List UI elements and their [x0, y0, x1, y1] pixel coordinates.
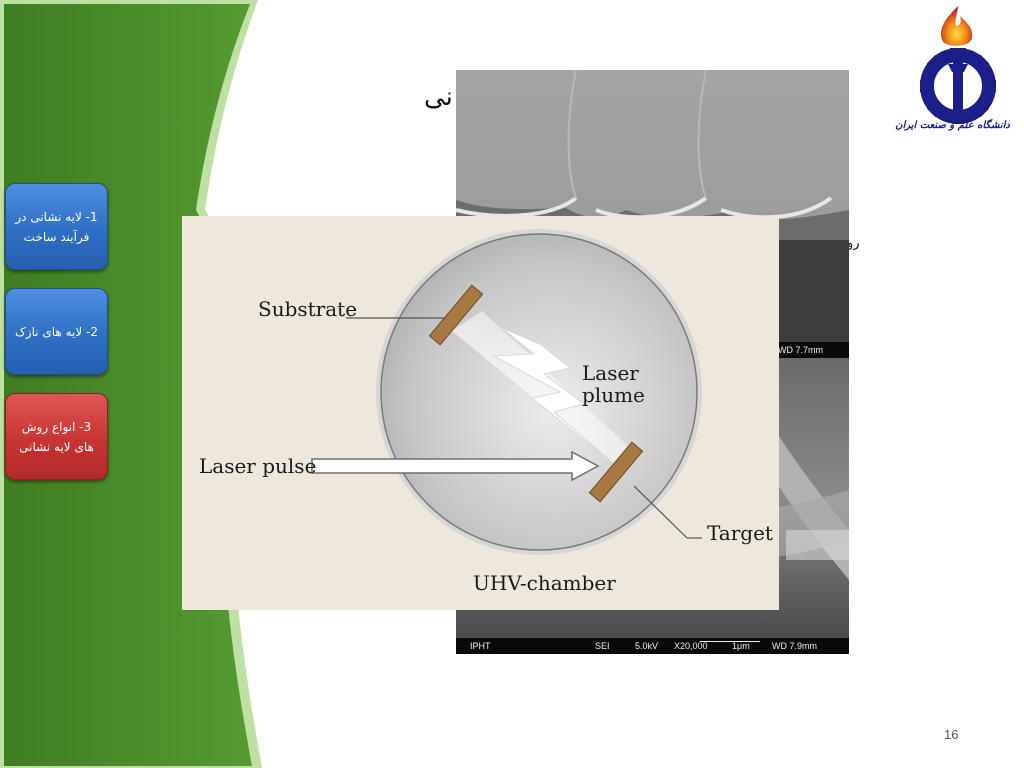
- slide-title-fragment: نی: [424, 82, 453, 112]
- sem-scale-bar: [700, 641, 760, 642]
- laser-pulse-arrow: [311, 450, 600, 482]
- sem-bottom-info-bar: IPHT SEI 5.0kV X20,000 1μm WD 7.9mm: [456, 638, 849, 654]
- sem-bottom-wd: WD 7.9mm: [772, 641, 817, 651]
- gear-torch-emblem: [920, 6, 996, 124]
- nav-item-deposition-in-fabrication[interactable]: 1- لایه نشانی در فرآیند ساخت: [5, 183, 108, 270]
- laser-plume: [452, 311, 630, 464]
- laser-plume-label: Laser plume: [582, 361, 645, 407]
- target-leader-diagonal: [633, 485, 688, 539]
- pld-diagram: Substrate Laser plume Laser pulse Target…: [182, 216, 779, 610]
- logo-caption: دانشگاه علم و صنعت ایران: [895, 120, 1010, 131]
- substrate-plate: [428, 284, 484, 346]
- sem-magnification: X20,000: [674, 641, 708, 651]
- body-text-fragment: رو: [847, 236, 860, 251]
- substrate-label: Substrate: [258, 297, 358, 321]
- laser-pulse-label: Laser pulse: [199, 454, 317, 478]
- sem-top-wd: WD 7.7mm: [778, 345, 823, 355]
- uhv-chamber-label: UHV-chamber: [473, 571, 616, 595]
- nav-item-deposition-methods[interactable]: 3- انواع روش های لایه نشانی: [5, 393, 108, 480]
- sem-detector: SEI: [595, 641, 610, 651]
- page-number: 16: [944, 727, 959, 742]
- nav-item-thin-films[interactable]: 2- لایه های نازک: [5, 288, 108, 375]
- target-label: Target: [707, 521, 773, 545]
- sem-lab-label: IPHT: [470, 641, 491, 651]
- laser-plume-bolt: [492, 327, 615, 465]
- sem-voltage: 5.0kV: [635, 641, 659, 651]
- pld-diagram-graphic: [311, 229, 702, 555]
- university-logo: دانشگاه علم و صنعت ایران: [890, 2, 1015, 152]
- target-plate: [588, 441, 644, 503]
- sem-scale-label: 1μm: [732, 641, 750, 651]
